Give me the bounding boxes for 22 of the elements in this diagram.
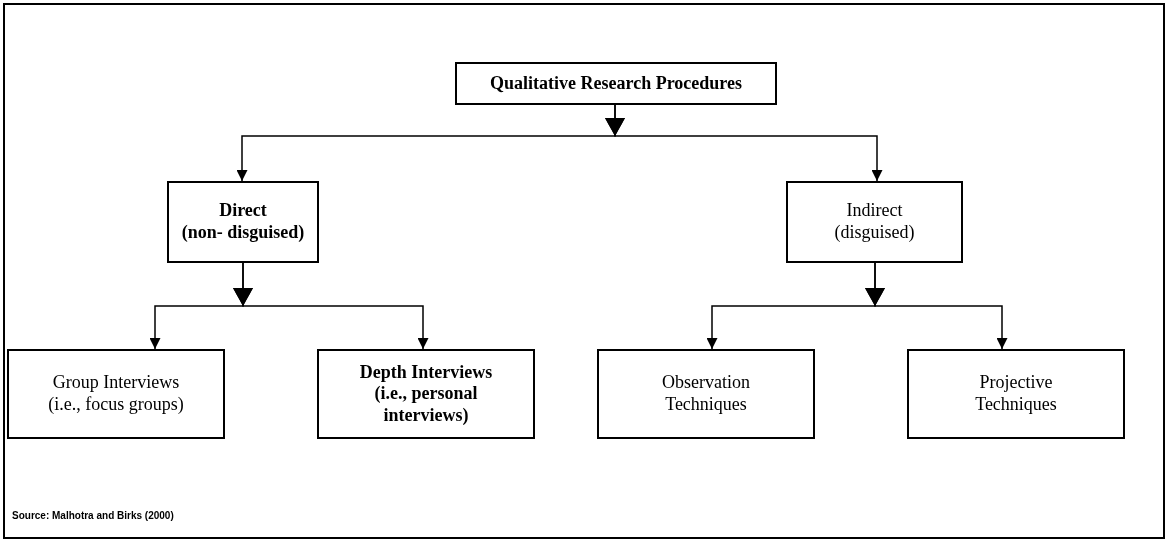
box-label: (disguised) <box>834 222 915 244</box>
process-box <box>7 349 225 439</box>
box-label: Direct <box>219 200 267 222</box>
box-label: (non- disguised) <box>181 222 305 244</box>
process-box <box>786 181 963 263</box>
process-box <box>317 349 535 439</box>
box-label: Indirect <box>846 200 903 222</box>
box-label: Group Interviews <box>52 372 180 394</box>
process-box <box>907 349 1125 439</box>
box-label: Depth Interviews <box>359 361 493 384</box>
process-box <box>455 62 777 105</box>
box-label: (i.e., focus groups) <box>48 394 184 416</box>
box-label: (i.e., personal interviews) <box>373 383 479 427</box>
box-label: Projective Techniques <box>974 372 1058 416</box>
box-label: Qualitative Research Procedures <box>490 72 742 95</box>
box-label: Observation Techniques <box>661 372 751 416</box>
process-box <box>167 181 319 263</box>
arrow <box>233 262 429 350</box>
process-box <box>597 349 815 439</box>
source-note: Source: Malhotra and Birks (2000) <box>12 510 174 521</box>
arrow <box>865 262 1008 350</box>
arrow <box>605 104 883 182</box>
